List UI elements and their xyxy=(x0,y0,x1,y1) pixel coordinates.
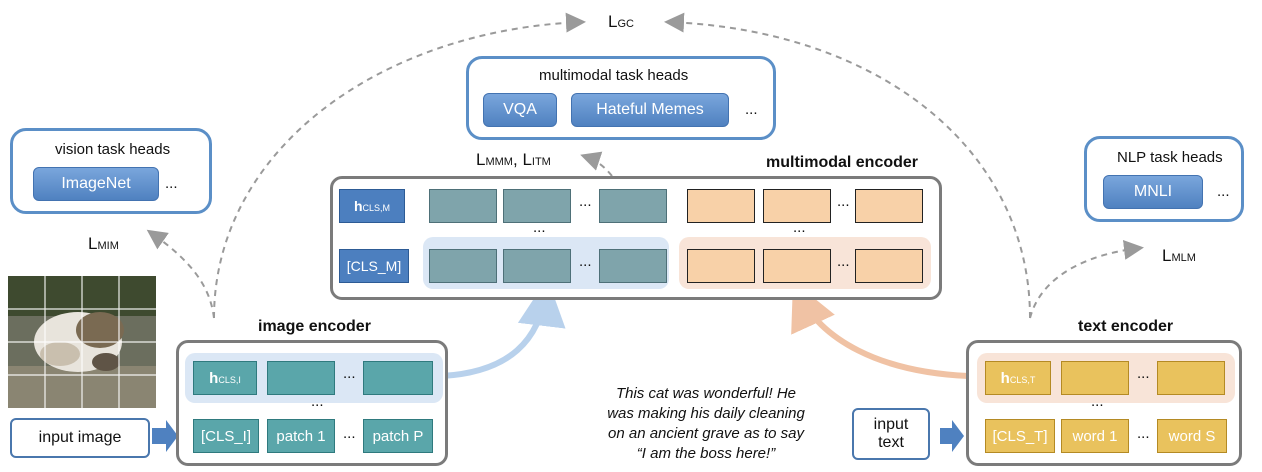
image-patch-1-token: patch 1 xyxy=(267,419,335,453)
loss-mmm-itm: LMMM, LITM xyxy=(476,150,551,169)
mm-dots: ... xyxy=(579,193,592,210)
text-h-cls-token: hCLS,T xyxy=(985,361,1051,395)
mm-dots: ... xyxy=(579,253,592,270)
mm-h-cls-token: hCLS,M xyxy=(339,189,405,223)
text-word-1-token: word 1 xyxy=(1061,419,1129,453)
mm-dots: ... xyxy=(533,219,546,236)
multimodal-task-heads-panel: multimodal task heads VQA Hateful Memes … xyxy=(466,56,776,140)
vision-task-heads-title: vision task heads xyxy=(55,141,171,158)
mm-dots: ... xyxy=(837,193,850,210)
text-out-token xyxy=(1157,361,1225,395)
mm-out-text-token xyxy=(687,189,755,223)
gc-arc-left xyxy=(213,12,586,319)
mmm-arrow xyxy=(580,151,613,177)
mm-dots: ... xyxy=(837,253,850,270)
text-out-token xyxy=(1061,361,1129,395)
image-dots: ... xyxy=(343,365,356,382)
image-h-cls-token: hCLS,I xyxy=(193,361,257,395)
multimodal-encoder-title: multimodal encoder xyxy=(766,154,919,171)
mm-out-image-token xyxy=(429,189,497,223)
text-dots: ... xyxy=(1137,425,1150,442)
text-dots: ... xyxy=(1137,365,1150,382)
image-patch-p-token: patch P xyxy=(363,419,433,453)
nlp-heads-more: ... xyxy=(1217,183,1230,200)
mm-out-image-token xyxy=(503,189,571,223)
mm-in-text-token xyxy=(855,249,923,283)
mm-out-text-token xyxy=(855,189,923,223)
mlm-arrow xyxy=(1029,239,1144,319)
input-text-arrow xyxy=(940,420,964,452)
vision-heads-more: ... xyxy=(165,175,178,192)
gc-arc-right xyxy=(664,12,1031,319)
mm-in-text-token xyxy=(763,249,831,283)
multimodal-encoder-panel: hCLS,M [CLS_M] ... ... ... ... ... ... xyxy=(330,176,942,300)
imagenet-head-button[interactable]: ImageNet xyxy=(33,167,159,201)
text-cls-token: [CLS_T] xyxy=(985,419,1055,453)
vision-task-heads-panel: vision task heads ImageNet ... xyxy=(10,128,212,214)
image-to-mm-arrow xyxy=(441,278,566,379)
nlp-task-heads-panel: NLP task heads MNLI ... xyxy=(1084,136,1244,222)
loss-mim: LMIM xyxy=(88,234,119,253)
mm-out-image-token xyxy=(599,189,667,223)
multimodal-task-heads-title: multimodal task heads xyxy=(539,67,689,84)
image-dots: ... xyxy=(343,425,356,442)
text-word-s-token: word S xyxy=(1157,419,1227,453)
text-encoder-panel: hCLS,T ... ... [CLS_T] word 1 ... word S xyxy=(966,340,1242,466)
mm-in-image-token xyxy=(599,249,667,283)
image-out-token xyxy=(363,361,433,395)
image-cls-token: [CLS_I] xyxy=(193,419,259,453)
text-encoder-title: text encoder xyxy=(1078,318,1174,335)
image-encoder-panel: hCLS,I ... ... [CLS_I] patch 1 ... patch… xyxy=(176,340,448,466)
mm-in-text-token xyxy=(687,249,755,283)
input-image-box: input image xyxy=(10,418,150,458)
image-out-token xyxy=(267,361,335,395)
loss-gc: LGC xyxy=(608,12,634,31)
mm-in-image-token xyxy=(503,249,571,283)
mnli-head-button[interactable]: MNLI xyxy=(1103,175,1203,209)
mm-out-text-token xyxy=(763,189,831,223)
image-encoder-title: image encoder xyxy=(258,318,371,335)
nlp-task-heads-title: NLP task heads xyxy=(1117,149,1223,166)
text-dots: ... xyxy=(1091,393,1104,410)
cat-photo xyxy=(8,276,156,408)
image-dots: ... xyxy=(311,393,324,410)
mm-cls-token: [CLS_M] xyxy=(339,249,409,283)
loss-mlm: LMLM xyxy=(1162,246,1196,265)
input-text-caption: This cat was wonderful! He was making hi… xyxy=(607,385,805,462)
vqa-head-button[interactable]: VQA xyxy=(483,93,557,127)
mm-in-image-token xyxy=(429,249,497,283)
input-image-arrow xyxy=(152,420,178,452)
hateful-memes-head-button[interactable]: Hateful Memes xyxy=(571,93,729,127)
mim-arrow xyxy=(146,229,215,319)
multimodal-heads-more: ... xyxy=(745,101,758,118)
text-to-mm-arrow xyxy=(791,281,969,379)
mm-dots: ... xyxy=(793,219,806,236)
